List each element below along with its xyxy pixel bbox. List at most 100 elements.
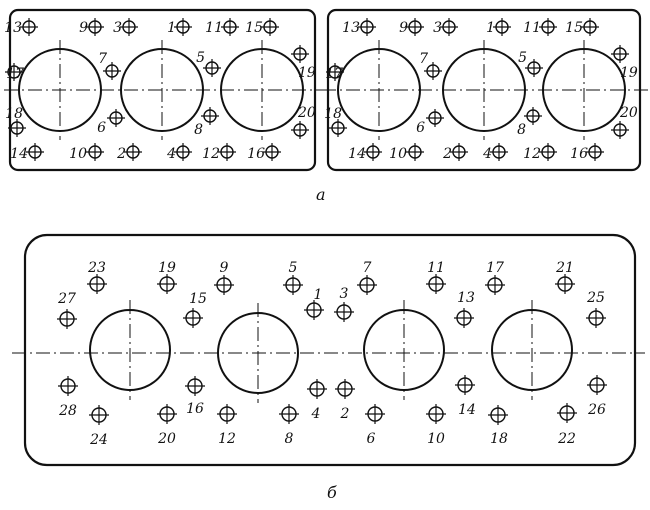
bolt-hole-19: 19 (611, 45, 638, 81)
bolt-number-label: 2 (442, 146, 452, 162)
bolt-hole-6: 6 (365, 404, 385, 447)
bolt-hole-7: 7 (98, 51, 121, 80)
bolt-hole-25: 25 (586, 290, 606, 328)
bolt-number-label: 6 (367, 431, 376, 447)
bolt-hole-16: 16 (247, 143, 281, 162)
bolt-number-label: 7 (363, 260, 372, 276)
bolt-number-label: 9 (220, 260, 229, 276)
bolt-number-label: 19 (620, 65, 638, 81)
bolt-number-label: 4 (311, 406, 321, 422)
bolt-number-label: 12 (218, 431, 236, 447)
bolt-hole-14: 14 (10, 143, 44, 162)
bolt-hole-15: 15 (565, 18, 599, 36)
bolt-hole-14: 14 (348, 143, 382, 162)
bolt-number-label: 11 (205, 20, 223, 36)
bolt-number-label: 11 (427, 260, 445, 276)
bolt-number-label: 24 (89, 432, 108, 448)
bolt-number-label: 20 (619, 105, 638, 121)
bolt-number-label: 26 (587, 402, 606, 418)
bolt-hole-24: 24 (89, 405, 109, 448)
bolt-hole-18: 18 (324, 106, 347, 137)
caption-b: б (327, 483, 337, 502)
bolt-number-label: 20 (157, 431, 176, 447)
bolt-number-label: 14 (10, 146, 28, 162)
bolt-hole-20: 20 (291, 105, 316, 139)
bolt-hole-21: 21 (555, 260, 575, 294)
bolt-number-label: 1 (167, 20, 176, 36)
bolt-hole-18: 18 (488, 405, 508, 447)
bolt-number-label: 6 (416, 120, 425, 136)
bolt-number-label: 13 (4, 20, 22, 36)
bolt-number-label: 14 (348, 146, 366, 162)
bolt-hole-1: 1 (167, 18, 192, 36)
bolt-hole-4: 4 (307, 379, 327, 422)
bolt-number-label: 21 (555, 260, 574, 276)
bolt-number-label: 19 (298, 65, 316, 81)
bolt-hole-28: 28 (58, 376, 78, 419)
bolt-number-label: 28 (58, 403, 77, 419)
bolt-hole-22: 22 (557, 403, 577, 447)
bolt-number-label: 8 (285, 431, 294, 447)
bolt-hole-8: 8 (279, 404, 299, 447)
bolt-number-label: 25 (586, 290, 605, 306)
bolt-hole-7: 7 (419, 51, 442, 80)
bolt-number-label: 7 (419, 51, 428, 67)
bolt-hole-12: 12 (523, 143, 557, 162)
bolt-number-label: 2 (340, 406, 350, 422)
bolt-hole-20: 20 (157, 404, 177, 447)
bolt-number-label: 5 (196, 50, 205, 66)
caption-a: а (316, 185, 326, 204)
bolt-hole-12: 12 (217, 404, 237, 447)
bolt-hole-12: 12 (202, 143, 236, 162)
bolt-number-label: 16 (570, 146, 588, 162)
bolt-hole-16: 16 (185, 376, 205, 417)
bolt-hole-15: 15 (245, 18, 279, 36)
bolt-hole-15: 15 (183, 291, 207, 328)
bolt-number-label: 5 (289, 260, 298, 276)
bolt-number-label: 23 (87, 260, 106, 276)
bolt-number-label: 17 (325, 66, 343, 82)
bolt-number-label: 20 (297, 105, 316, 121)
bolt-hole-3: 3 (334, 286, 354, 322)
bolt-number-label: 1 (314, 287, 323, 303)
bolt-number-label: 9 (399, 20, 408, 36)
bolt-number-label: 2 (116, 146, 126, 162)
bolt-number-label: 17 (486, 260, 504, 276)
bolt-number-label: 3 (113, 20, 122, 36)
bolt-number-label: 1 (486, 20, 495, 36)
bolt-hole-2: 2 (335, 379, 355, 422)
bolt-hole-10: 10 (69, 143, 104, 162)
bolt-number-label: 18 (490, 431, 508, 447)
bolt-hole-2: 2 (116, 143, 142, 162)
bolt-hole-9: 9 (79, 18, 104, 36)
bolt-number-label: 8 (517, 122, 526, 138)
bolt-hole-9: 9 (399, 18, 424, 36)
bolt-number-label: 4 (166, 146, 176, 162)
bolt-hole-9: 9 (214, 260, 234, 295)
bolt-hole-8: 8 (194, 107, 219, 138)
bolt-hole-13: 13 (4, 18, 38, 36)
bolt-number-label: 8 (194, 122, 203, 138)
bolt-number-label: 17 (6, 66, 24, 82)
bolt-number-label: 10 (389, 146, 407, 162)
bolt-number-label: 9 (79, 20, 88, 36)
bolt-hole-8: 8 (517, 107, 542, 138)
bolt-hole-5: 5 (283, 260, 303, 295)
bolt-number-label: 4 (482, 146, 492, 162)
bolt-hole-7: 7 (357, 260, 377, 295)
bolt-hole-18: 18 (5, 106, 26, 137)
bolt-number-label: 12 (523, 146, 541, 162)
bolt-hole-19: 19 (157, 260, 177, 294)
bolt-hole-11: 11 (205, 18, 239, 36)
bolt-hole-2: 2 (442, 143, 468, 162)
plate-outline (23, 233, 637, 467)
bolt-number-label: 16 (247, 146, 265, 162)
bolt-hole-11: 11 (523, 18, 557, 36)
bolt-hole-20: 20 (611, 105, 638, 139)
bolt-hole-4: 4 (482, 143, 508, 162)
bolt-hole-3: 3 (113, 18, 138, 36)
